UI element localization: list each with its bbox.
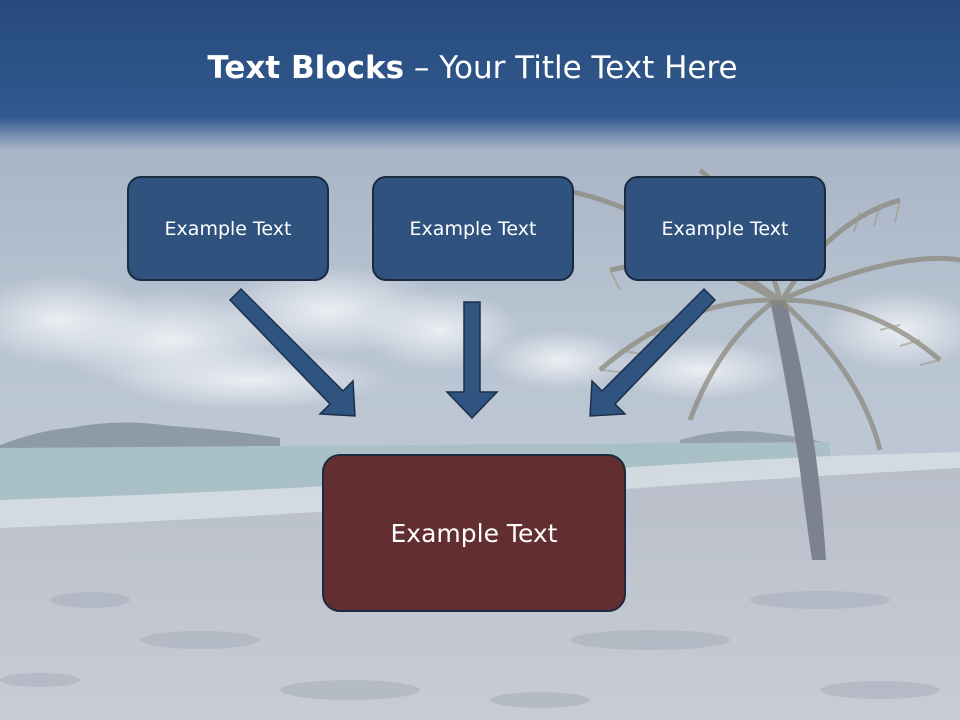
arrow-center-down xyxy=(445,301,499,420)
title-bar: Text Blocks – Your Title Text Here xyxy=(0,0,960,150)
title-dash: – xyxy=(404,50,440,86)
title-rest: Your Title Text Here xyxy=(439,50,738,86)
text-block-3[interactable]: Example Text xyxy=(624,176,826,281)
text-block-1-label: Example Text xyxy=(164,217,292,240)
text-block-1[interactable]: Example Text xyxy=(127,176,329,281)
target-text-block-label: Example Text xyxy=(390,518,558,548)
arrow-right-diagonal xyxy=(589,287,717,417)
text-block-3-label: Example Text xyxy=(661,217,789,240)
arrow-left-diagonal xyxy=(228,287,356,417)
text-block-2-label: Example Text xyxy=(409,217,537,240)
slide-title: Text Blocks – Your Title Text Here xyxy=(0,50,945,86)
text-block-2[interactable]: Example Text xyxy=(372,176,574,281)
target-text-block[interactable]: Example Text xyxy=(322,454,626,612)
title-bold-part: Text Blocks xyxy=(207,50,405,86)
